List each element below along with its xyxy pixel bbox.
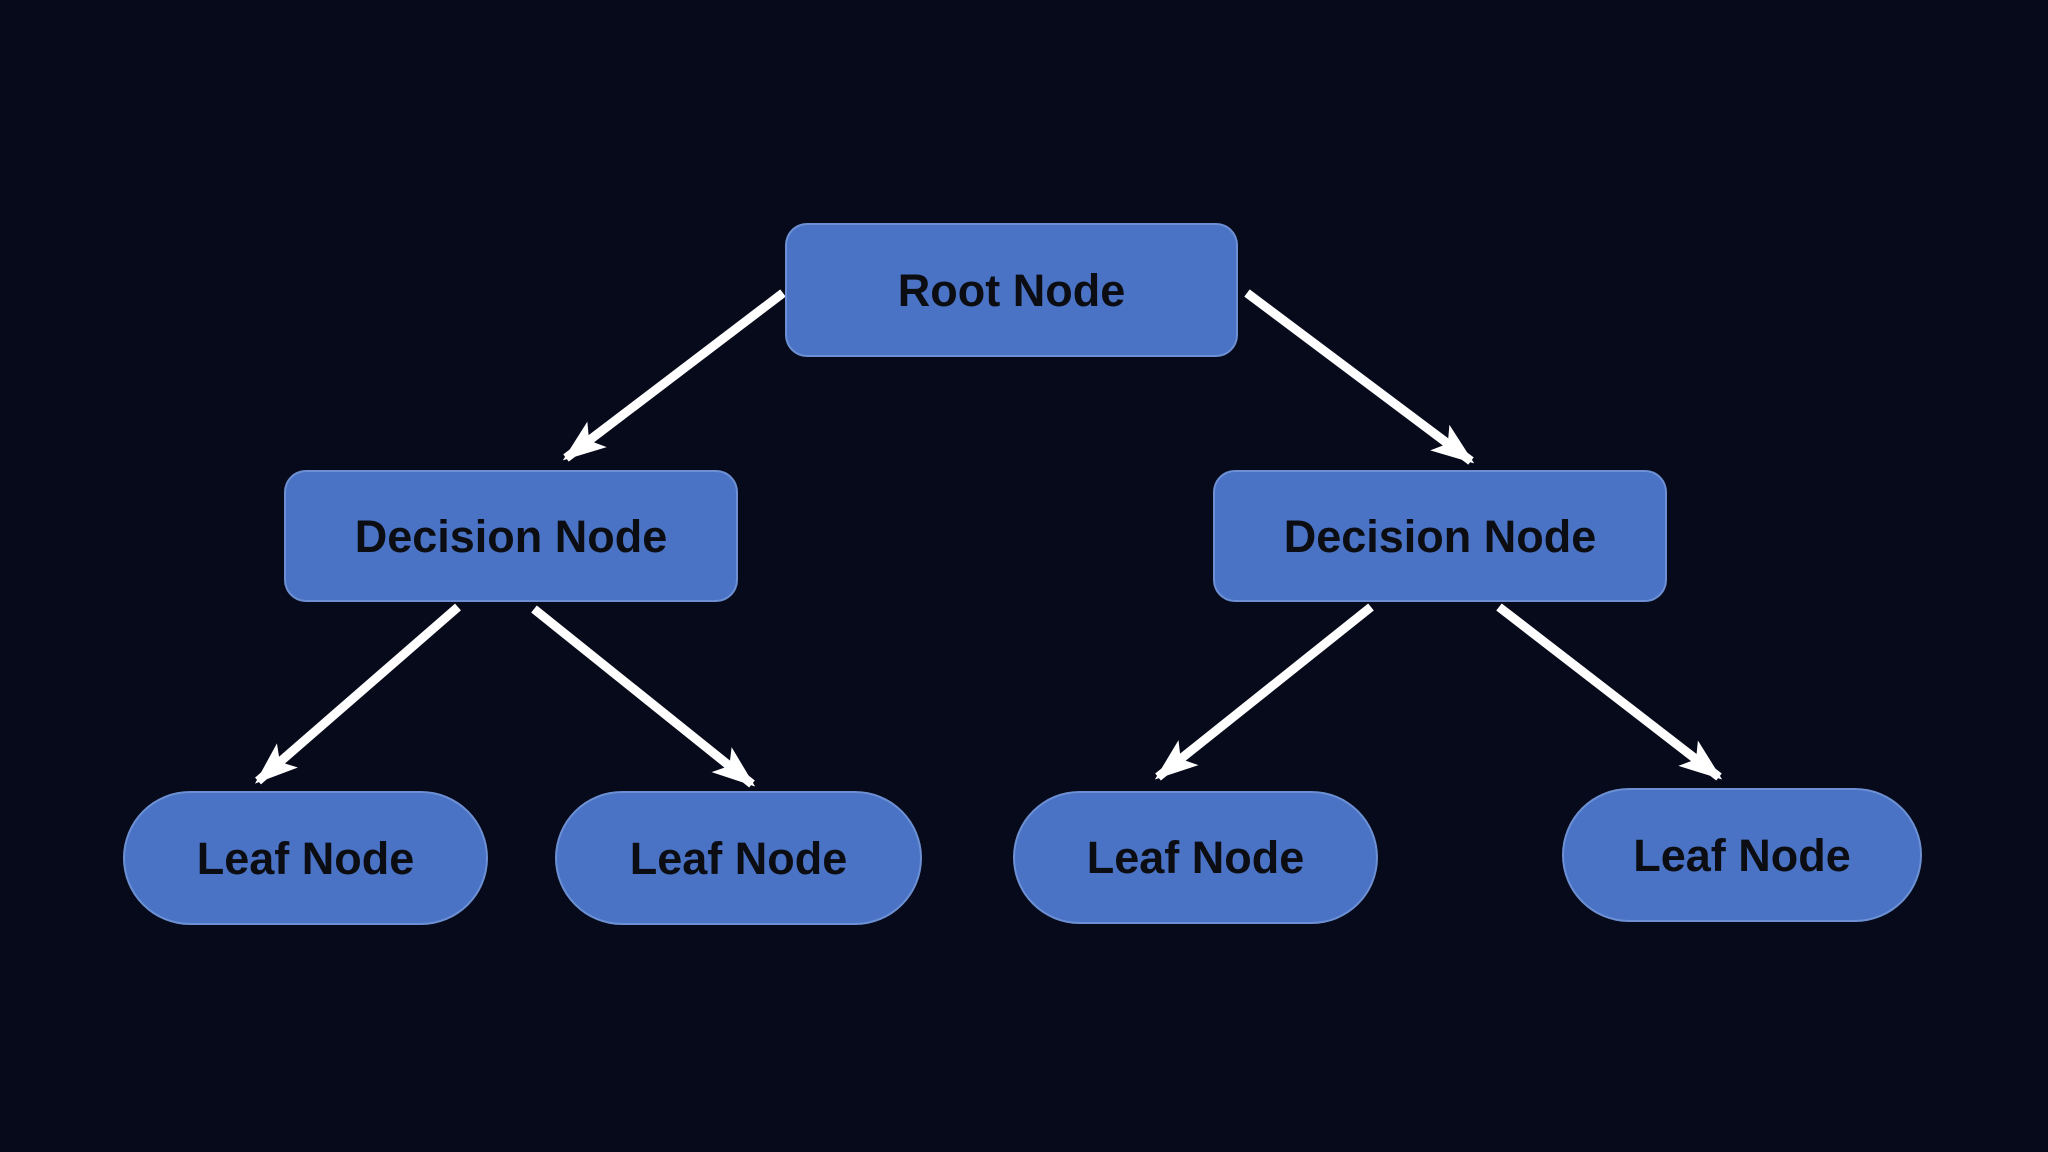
node-label-root: Root Node (897, 264, 1126, 316)
node-decision-left: Decision Node (284, 470, 738, 602)
node-leaf-1: Leaf Node (123, 791, 488, 925)
node-leaf-3: Leaf Node (1013, 791, 1378, 924)
node-label-leaf-2: Leaf Node (629, 832, 848, 884)
node-leaf-4: Leaf Node (1562, 788, 1922, 922)
node-label-leaf-1: Leaf Node (196, 832, 415, 884)
node-decision-right: Decision Node (1213, 470, 1667, 602)
node-root: Root Node (785, 223, 1238, 357)
node-label-decision-left: Decision Node (354, 510, 668, 562)
node-label-leaf-3: Leaf Node (1086, 832, 1305, 883)
node-leaf-2: Leaf Node (555, 791, 922, 925)
node-label-leaf-4: Leaf Node (1633, 829, 1851, 881)
node-label-decision-right: Decision Node (1283, 510, 1597, 562)
